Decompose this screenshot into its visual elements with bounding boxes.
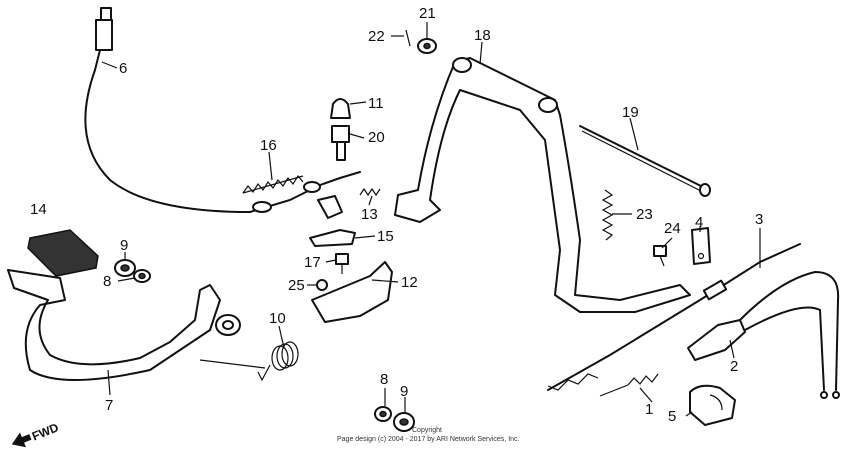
part-19-shaft bbox=[579, 125, 711, 197]
callout-9-left: 9 bbox=[120, 237, 128, 254]
part-9-washer-left bbox=[114, 259, 136, 277]
callout-12: 12 bbox=[401, 274, 418, 291]
copyright-line-2: Page design (c) 2004 - 2017 by ARI Netwo… bbox=[337, 436, 520, 443]
callout-8-bottom: 8 bbox=[380, 371, 388, 388]
callout-7: 7 bbox=[105, 397, 113, 414]
callout-4: 4 bbox=[695, 214, 703, 231]
callout-15: 15 bbox=[377, 228, 394, 245]
part-8-nut-bottom bbox=[374, 406, 392, 422]
callout-2: 2 bbox=[730, 358, 738, 375]
callout-11: 11 bbox=[368, 95, 384, 112]
callout-9-bottom: 9 bbox=[400, 383, 408, 400]
part-15-brake-arm bbox=[309, 195, 356, 247]
leader-lines bbox=[101, 22, 761, 417]
part-23-stand-spring bbox=[601, 189, 614, 241]
copyright-line-1: Copyright bbox=[412, 427, 442, 434]
callout-10: 10 bbox=[269, 310, 286, 327]
part-5-clamp bbox=[689, 384, 736, 426]
fwd-label: FWD bbox=[30, 420, 61, 443]
part-21-washer bbox=[417, 38, 437, 54]
part-13-spring bbox=[359, 187, 381, 197]
part-2-switch bbox=[687, 270, 840, 399]
callouts: 1 2 3 4 5 6 7 8 8 9 9 10 11 12 13 14 15 … bbox=[30, 5, 763, 425]
callout-21: 21 bbox=[419, 5, 436, 22]
callout-24: 24 bbox=[664, 220, 681, 237]
part-16-spring bbox=[242, 174, 304, 194]
callout-13: 13 bbox=[361, 206, 378, 223]
part-25-bolt bbox=[316, 279, 328, 291]
callout-20: 20 bbox=[368, 129, 385, 146]
part-3-brake-cable bbox=[547, 243, 801, 391]
part-11-cap bbox=[330, 98, 351, 119]
callout-17: 17 bbox=[304, 254, 321, 271]
part-7-brake-pedal bbox=[7, 269, 241, 381]
callout-19: 19 bbox=[622, 104, 639, 121]
callout-5: 5 bbox=[668, 408, 676, 425]
callout-6: 6 bbox=[119, 60, 127, 77]
callout-22: 22 bbox=[368, 28, 385, 45]
callout-1: 1 bbox=[645, 401, 653, 418]
part-24-bolt bbox=[653, 245, 667, 267]
part-14-pedal-rubber bbox=[27, 229, 99, 277]
callout-8-left: 8 bbox=[103, 273, 111, 290]
part-8-nut-left bbox=[133, 269, 151, 283]
part-4-plate bbox=[691, 227, 711, 265]
part-12-stay bbox=[311, 261, 393, 323]
fwd-arrow-icon bbox=[11, 432, 32, 448]
part-17-bolt bbox=[335, 253, 349, 274]
part-10-return-spring bbox=[199, 341, 299, 382]
callout-18: 18 bbox=[474, 27, 491, 44]
callout-25: 25 bbox=[288, 277, 305, 294]
callout-3: 3 bbox=[755, 211, 763, 228]
fwd-arrow: FWD bbox=[11, 420, 61, 448]
callout-14: 14 bbox=[30, 201, 47, 218]
part-20-switch bbox=[331, 125, 350, 161]
part-9-washer-bottom bbox=[393, 412, 415, 432]
part-22-cotter-pin bbox=[405, 29, 411, 47]
part-18-main-stand bbox=[394, 57, 691, 313]
part-6-cable bbox=[84, 7, 361, 213]
part-1-spring bbox=[599, 373, 659, 397]
callout-16: 16 bbox=[260, 137, 277, 154]
callout-23: 23 bbox=[636, 206, 653, 223]
